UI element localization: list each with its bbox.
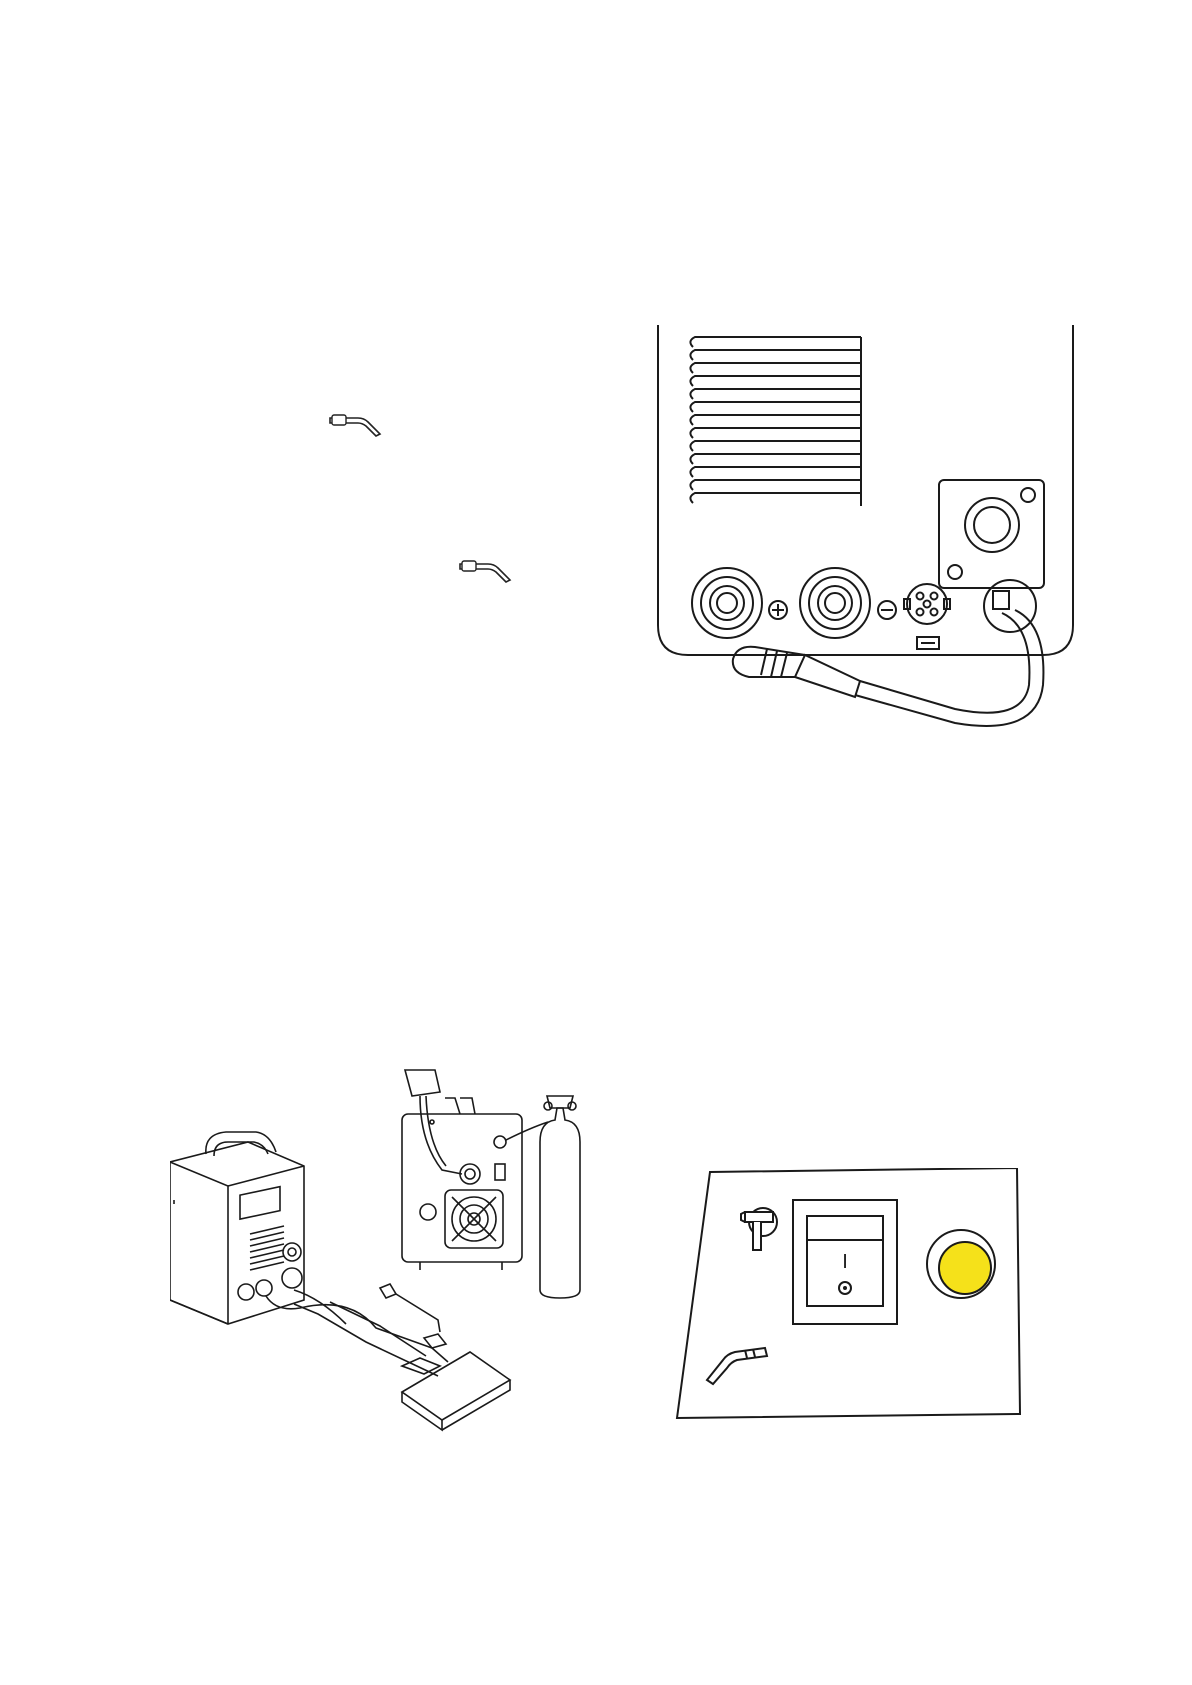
gas-cylinder	[540, 1096, 580, 1298]
welding-torch-icon	[458, 558, 512, 586]
indicator-lamp	[927, 1230, 995, 1298]
vent-slot	[690, 376, 861, 386]
vent-slot	[690, 363, 861, 373]
vent-slot	[690, 454, 861, 464]
mig-torch-icon	[707, 1348, 767, 1384]
vent-slot	[690, 337, 861, 347]
welding-torch-icon	[328, 412, 382, 440]
vent-slot	[690, 428, 861, 438]
vent-slot	[690, 493, 861, 503]
rear-panel-figure	[655, 325, 1085, 745]
vent-slot	[690, 415, 861, 425]
spool-gun-icon	[741, 1208, 777, 1250]
workpiece	[402, 1352, 510, 1430]
wire-feeder	[402, 1070, 548, 1270]
vent-slot	[690, 402, 861, 412]
vent-slot	[690, 467, 861, 477]
vent-slot	[690, 350, 861, 360]
vent-slot	[690, 441, 861, 451]
vent-slot	[690, 480, 861, 490]
welding-machine	[170, 1132, 304, 1324]
setup-illustration	[170, 1062, 610, 1532]
vent-grille	[690, 337, 861, 506]
switch-on-mark: I	[842, 1251, 848, 1273]
vent-slot	[690, 389, 861, 399]
switch-panel-figure: I	[675, 1168, 1035, 1438]
